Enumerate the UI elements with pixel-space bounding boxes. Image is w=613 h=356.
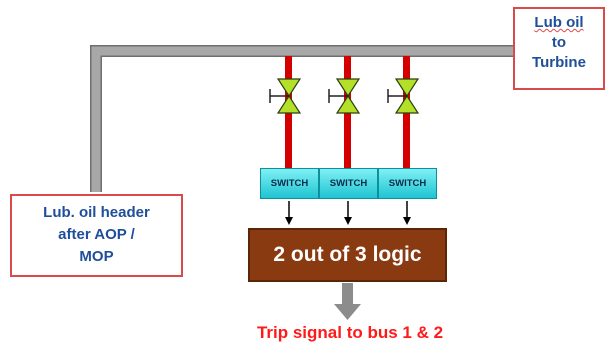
- header-label-line-3: MOP: [79, 248, 114, 265]
- signal-arrow-2: [344, 201, 352, 225]
- header-label-line-2: after AOP /: [58, 226, 135, 243]
- header-label-line-1: Lub. oil header: [43, 204, 150, 221]
- signal-arrow-3: [403, 201, 411, 225]
- isolation-valve-2: [328, 78, 361, 114]
- signal-arrow-1: [285, 201, 293, 225]
- trip-signal-label: Trip signal to bus 1 & 2: [256, 323, 444, 342]
- lube-oil-to-turbine-label: Lub oil to Turbine: [513, 7, 605, 90]
- output-arrow: [334, 283, 361, 320]
- pressure-switch-2: SWITCH: [319, 168, 378, 199]
- isolation-valve-1: [269, 78, 302, 114]
- pressure-switch-3: SWITCH: [378, 168, 437, 199]
- turbine-label-line-2: to: [551, 34, 567, 51]
- pressure-switch-1: SWITCH: [260, 168, 319, 199]
- lube-oil-header-label: Lub. oil header after AOP / MOP: [10, 194, 183, 277]
- turbine-label-line-3: Turbine: [532, 54, 586, 71]
- two-out-of-three-logic-block: 2 out of 3 logic: [248, 228, 447, 282]
- turbine-label-line-1: Lub oil: [534, 14, 584, 31]
- isolation-valve-3: [387, 78, 420, 114]
